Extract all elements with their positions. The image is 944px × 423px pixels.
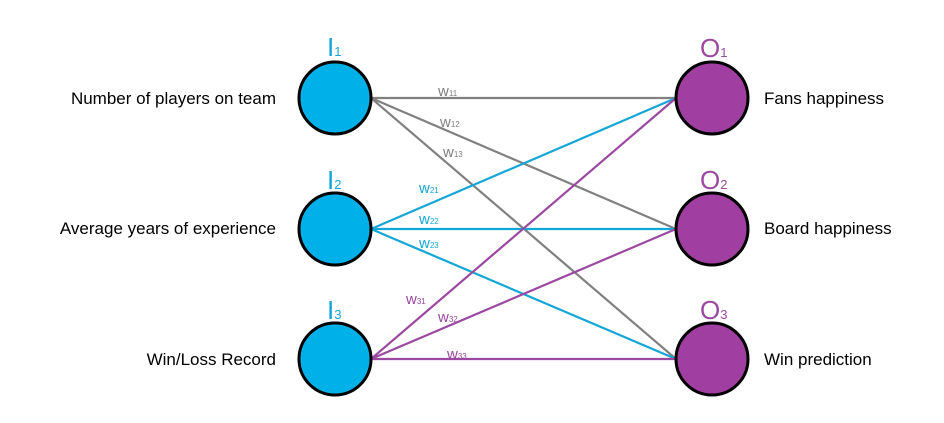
weight-labels: w11 w12 w13 w21 w22 w23 w31 w32 w33	[405, 83, 467, 363]
weight-label-32: w32	[437, 309, 458, 326]
input-node-2-circle	[297, 191, 373, 267]
weight-label-21: w21	[418, 180, 439, 197]
output-node-3-label: Win prediction	[764, 350, 872, 369]
output-node-2-label: Board happiness	[764, 219, 892, 238]
input-node-1-label: Number of players on team	[71, 89, 276, 108]
weight-label-13: w13	[442, 144, 463, 161]
weight-connections	[370, 96, 677, 361]
weight-label-31: w31	[405, 291, 426, 308]
output-node-3-id: O3	[700, 295, 727, 325]
weight-label-33: w33	[446, 346, 467, 363]
input-node-2-id: I2	[327, 165, 341, 195]
weight-label-23: w23	[418, 235, 439, 252]
output-node-1-label: Fans happiness	[764, 89, 884, 108]
output-node-1: O1 Fans happiness	[674, 33, 884, 136]
output-node-3: O3 Win prediction	[674, 295, 872, 397]
input-node-1-circle	[297, 60, 373, 136]
input-node-3-circle	[297, 321, 373, 397]
input-node-1-id: I1	[327, 32, 341, 62]
output-node-2-id: O2	[700, 165, 727, 195]
input-node-3: I3 Win/Loss Record	[147, 295, 373, 397]
input-node-3-label: Win/Loss Record	[147, 350, 276, 369]
weight-edge-32	[370, 227, 677, 361]
input-node-1: I1 Number of players on team	[71, 32, 373, 136]
weight-label-11: w11	[437, 83, 458, 100]
output-node-1-circle	[674, 60, 750, 136]
weight-label-22: w22	[418, 211, 439, 228]
output-node-3-circle	[674, 321, 750, 397]
output-node-2-circle	[674, 191, 750, 267]
input-node-2: I2 Average years of experience	[60, 165, 373, 267]
output-node-1-id: O1	[700, 33, 727, 63]
input-node-2-label: Average years of experience	[60, 219, 276, 238]
output-node-2: O2 Board happiness	[674, 165, 892, 267]
input-node-3-id: I3	[327, 295, 341, 325]
weight-label-12: w12	[439, 114, 460, 131]
weight-edge-31	[370, 97, 677, 360]
weight-edge-21	[370, 96, 677, 231]
